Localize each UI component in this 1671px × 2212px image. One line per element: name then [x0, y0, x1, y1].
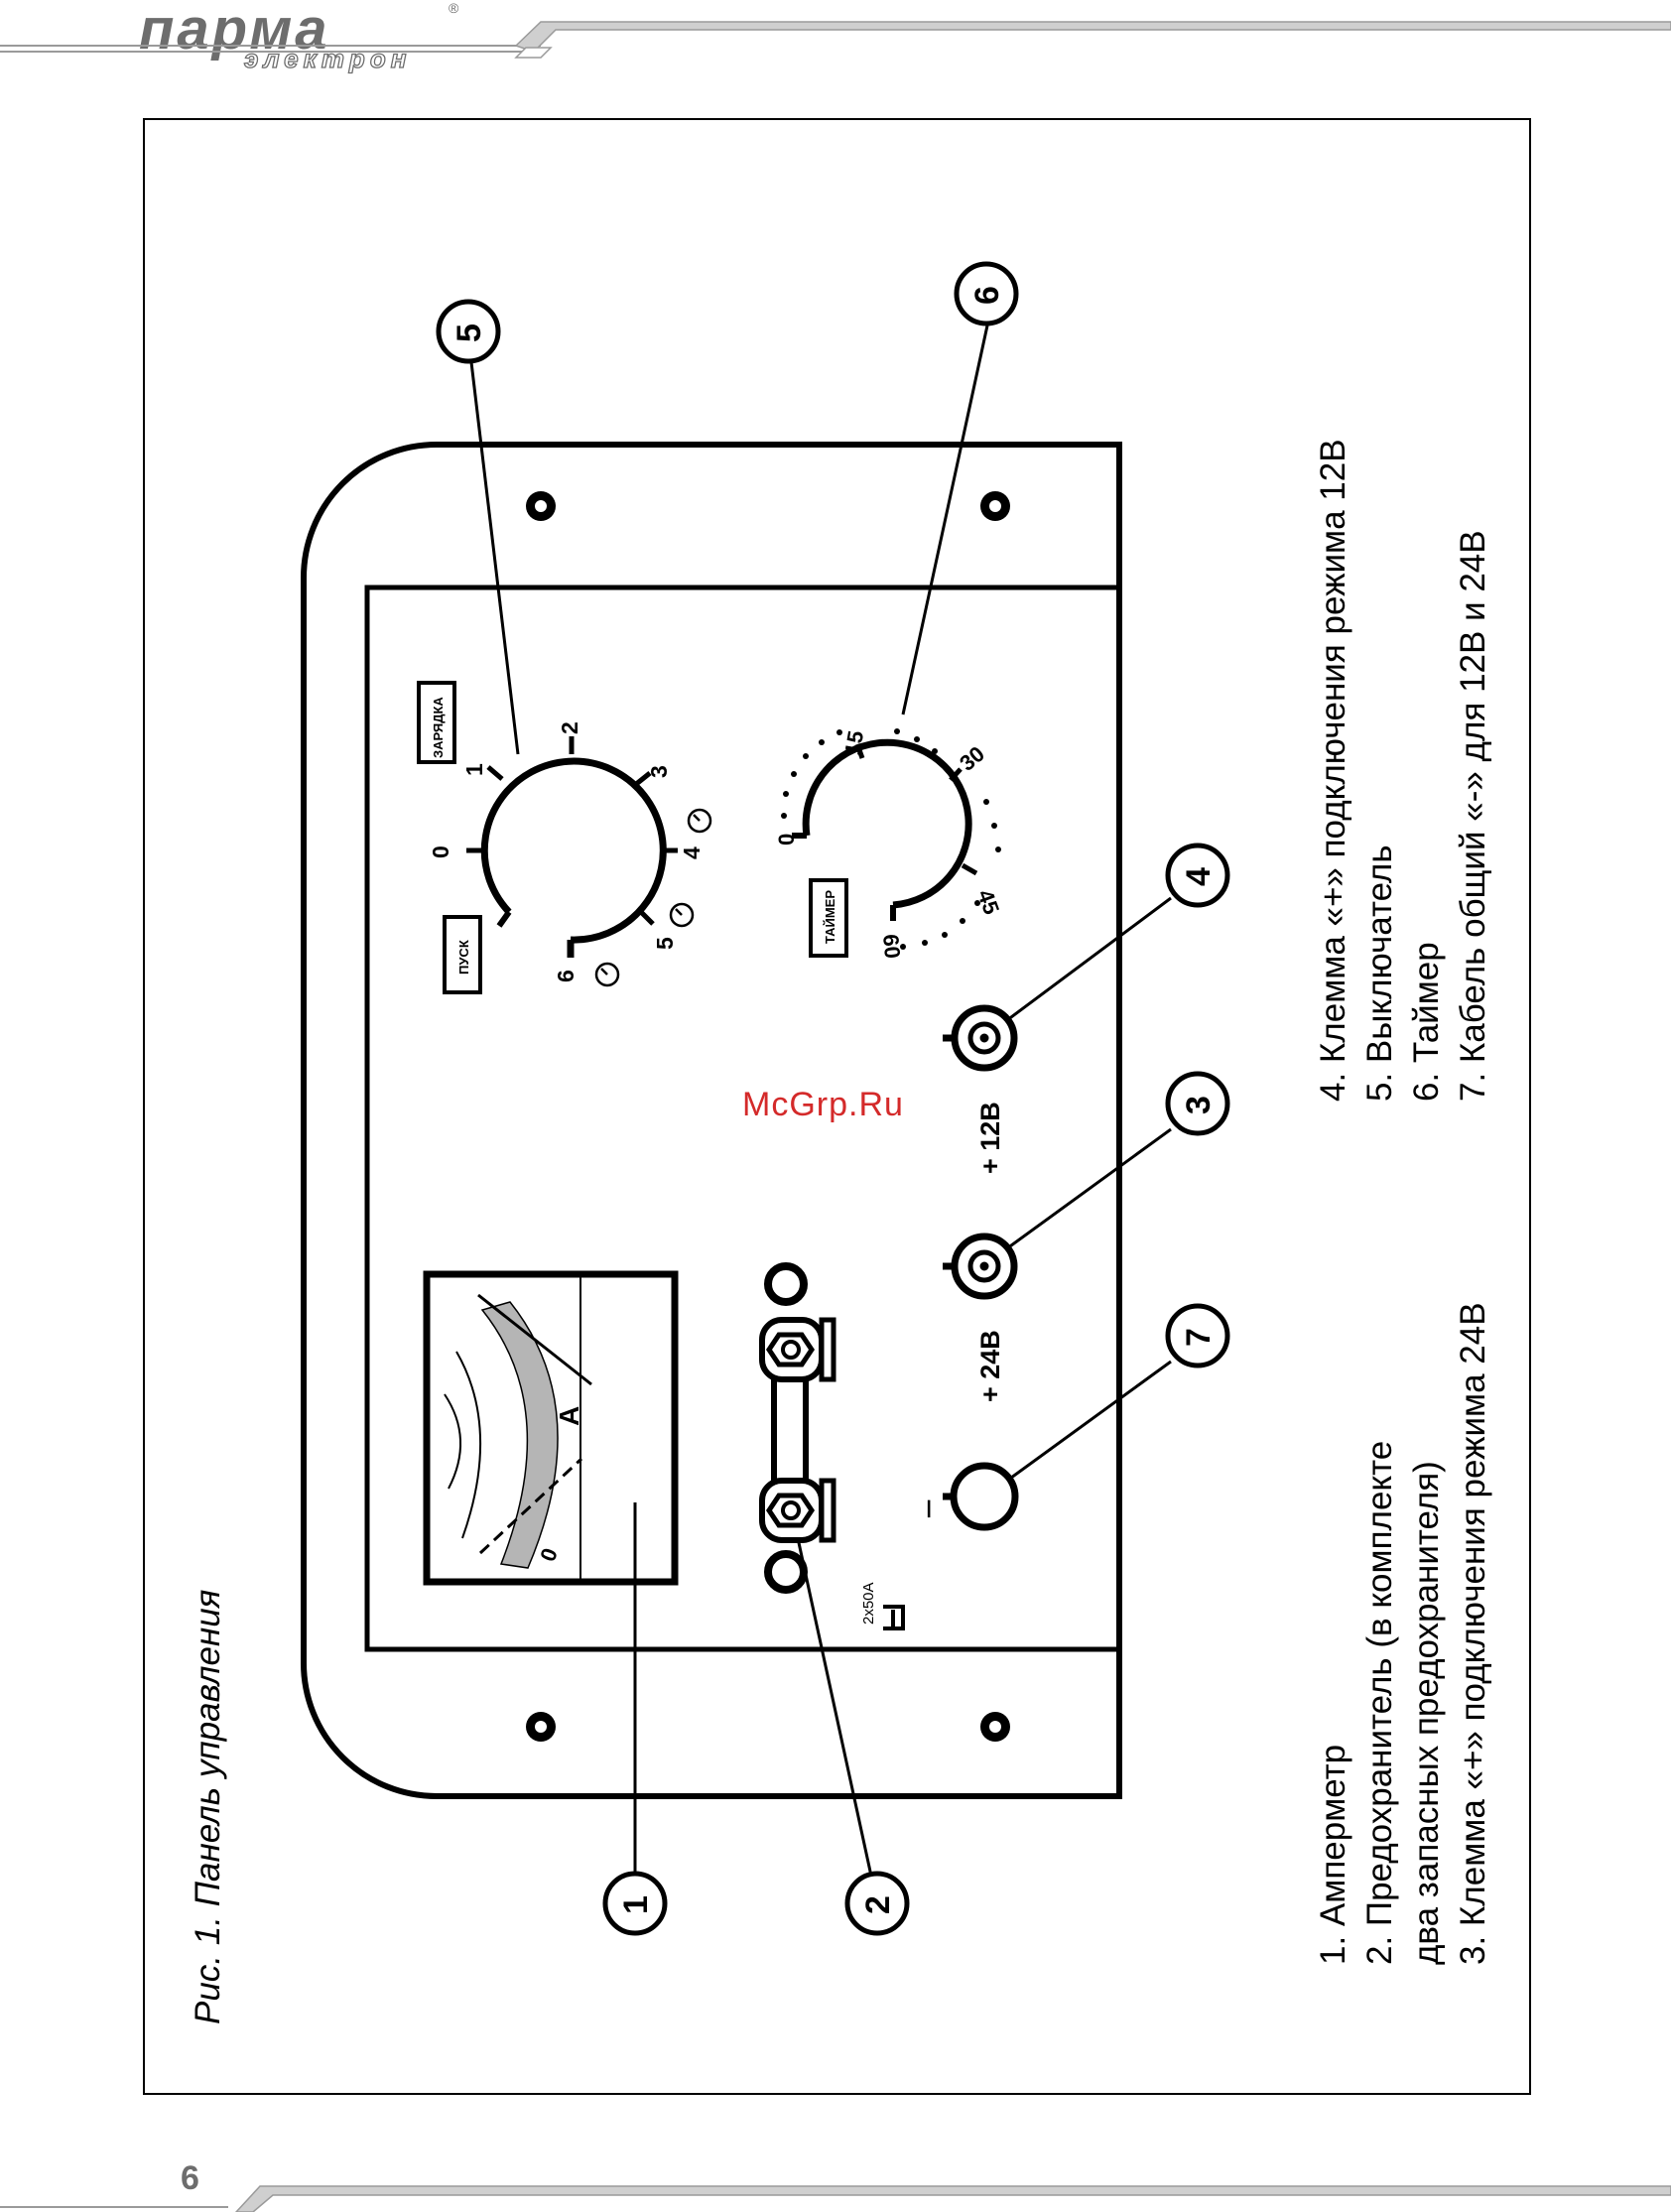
terminals: − + 24В + 12В [908, 1004, 1019, 1531]
panel-inner-plate [364, 585, 1122, 1652]
switch-pos-1: 1 [461, 763, 487, 776]
callout-7: 7 [1165, 1303, 1230, 1368]
registered-mark: ® [449, 0, 459, 16]
callout-4-number: 4 [1180, 867, 1218, 886]
terminal-minus-label: − [908, 1498, 949, 1519]
callout-6-number: 6 [968, 286, 1006, 305]
switch-pos-2: 2 [557, 721, 582, 734]
terminal-plus-24: + 24В [943, 1233, 1018, 1402]
switch-pos-6: 6 [553, 970, 578, 982]
switch-label-start: ПУСК [456, 940, 471, 975]
mode-switch: ПУСК ЗАРЯДКА 0 1 2 3 4 5 6 [417, 681, 712, 994]
switch-pos-3: 3 [646, 765, 672, 778]
switch-label-charge: ЗАРЯДКА [431, 697, 446, 758]
legend-item-2-continued: два запасных предохранителя) [1407, 1461, 1446, 1965]
callout-3-number: 3 [1180, 1096, 1218, 1114]
timer-mark-0: 0 [774, 834, 799, 846]
terminal-minus: − [908, 1462, 1019, 1531]
timer-mark-15: 15 [839, 728, 868, 756]
footer-rule [0, 2185, 1671, 2212]
timer-label: ТАЙМЕР [823, 890, 837, 944]
legend-item-6: 6. Таймер [1407, 942, 1446, 1102]
legend-item-2: 2. Предохранитель (в комплекте [1360, 1440, 1399, 1965]
ammeter: А 0 [423, 1270, 679, 1586]
figure-frame [143, 118, 1531, 2095]
callout-1: 1 [602, 1871, 668, 1936]
switch-pos-4: 4 [679, 846, 705, 859]
fuse-holder: 2x50А [759, 1262, 905, 1630]
figure-caption: Рис. 1. Панель управления [189, 1589, 227, 2024]
terminal-plus-12: + 12В [943, 1004, 1018, 1174]
callouts: 1 2 3 4 5 6 7 [436, 261, 1230, 1936]
page-number: 6 [181, 2159, 199, 2197]
callout-5: 5 [436, 299, 501, 364]
switch-pos-5: 5 [652, 937, 678, 950]
fuse-rating: 2x50А [860, 1582, 877, 1625]
watermark: McGrp.Ru [742, 1086, 904, 1123]
legend-left: 1. Амперметр 2. Предохранитель (в компле… [1310, 1302, 1496, 1965]
timer-mark-45: 45 [972, 886, 1004, 918]
callout-6: 6 [954, 261, 1019, 326]
legend-item-5: 5. Выключатель [1360, 845, 1399, 1102]
switch-pos-0: 0 [428, 846, 453, 858]
callout-3: 3 [1165, 1071, 1230, 1136]
mount-holes [526, 491, 1010, 1742]
brand-logo-subtitle: электрон [243, 43, 412, 73]
legend-item-1: 1. Амперметр [1314, 1744, 1352, 1965]
header-rule [0, 21, 1671, 59]
callout-2: 2 [844, 1871, 910, 1936]
callout-4: 4 [1165, 843, 1230, 908]
terminal-plus-24-label: + 24В [975, 1330, 1005, 1402]
ammeter-unit: А [554, 1406, 584, 1426]
timer-mark-60: 60 [878, 933, 905, 960]
callout-leaders [469, 325, 1172, 1904]
panel-outline [301, 442, 1122, 1799]
callout-2-number: 2 [859, 1895, 897, 1914]
legend-item-3: 3. Клемма «+» подключения режима 24В [1454, 1302, 1492, 1965]
legend-right: 4. Клемма «+» подключения режима 12В 5. … [1310, 439, 1496, 1102]
callout-5-number: 5 [450, 324, 488, 342]
callout-1-number: 1 [617, 1895, 655, 1914]
timer-dial: ТАЙМЕР 0 15 30 45 60 [774, 728, 1004, 960]
legend-item-4: 4. Клемма «+» подключения режима 12В [1314, 439, 1352, 1102]
clock-icon [594, 808, 712, 987]
terminal-plus-12-label: + 12В [975, 1102, 1005, 1174]
timer-dots [781, 728, 1001, 950]
legend-item-7: 7. Кабель общий «-» для 12В и 24В [1454, 530, 1492, 1102]
callout-7-number: 7 [1180, 1328, 1218, 1347]
